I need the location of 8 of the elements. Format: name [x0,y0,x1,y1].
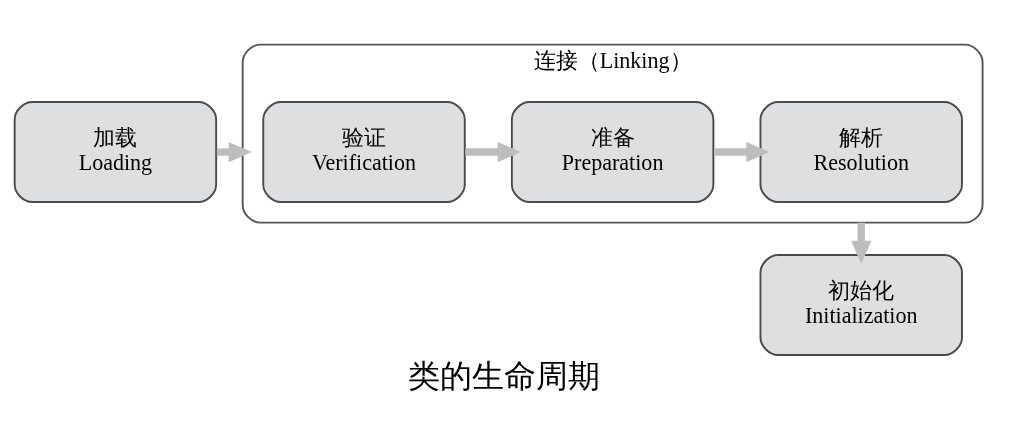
node-box: 准备 Preparation [510,101,715,203]
caption: 类的生命周期 [408,357,601,394]
node-box: 验证 Verification [262,101,466,203]
arrow [465,141,521,163]
arrow [714,141,770,163]
node-box: 初始化 Initialization [759,254,963,356]
node-box: 加载 Loading [13,101,218,203]
node-box: 解析 Resolution [759,101,963,203]
